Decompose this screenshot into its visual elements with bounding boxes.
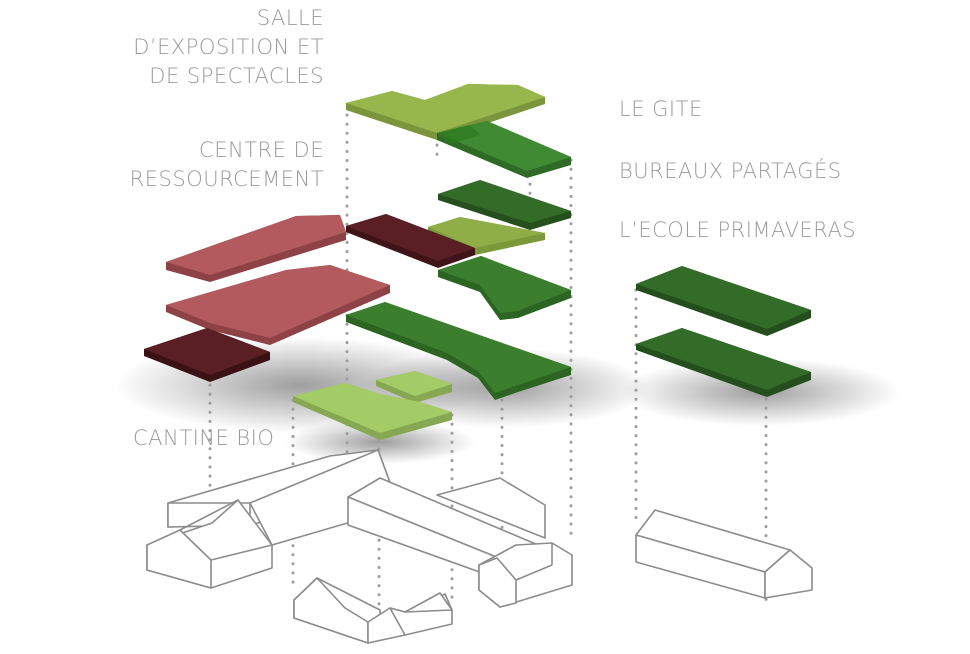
- building-centre: [347, 477, 573, 608]
- label-le-gite: LE GITE: [619, 97, 703, 121]
- label-centre-ressourcement: CENTRE DE RESSOURCEMENT: [130, 136, 324, 194]
- volume-maroon-centre: [346, 214, 475, 268]
- volume-centre-upper: [166, 215, 346, 282]
- label-line: DE SPECTACLES: [149, 64, 324, 88]
- label-salle-exposition: SALLE D’EXPOSITION ET DE SPECTACLES: [133, 4, 324, 91]
- label-line: D’EXPOSITION ET: [133, 35, 324, 59]
- volume-salle-exposition: [346, 84, 545, 140]
- label-ecole-primaveras: L’ECOLE PRIMAVERAS: [619, 218, 857, 242]
- volume-gite-east-upper: [636, 266, 811, 336]
- volume-maroon-west: [144, 328, 270, 382]
- label-line: SALLE: [256, 6, 324, 30]
- label-bureaux-partages: BUREAUX PARTAGÉS: [619, 159, 842, 183]
- building-gite: [635, 509, 813, 599]
- programme-volumes: [144, 84, 811, 440]
- volume-ecole-upper: [438, 256, 571, 320]
- volume-centre-lower: [166, 265, 390, 345]
- label-cantine-bio: CANTINE BIO: [133, 426, 275, 450]
- existing-buildings: [146, 449, 813, 644]
- shadow-cantine: [285, 420, 475, 464]
- volume-ecole-lower: [346, 302, 571, 400]
- volume-gite-top: [437, 121, 571, 178]
- floor-shadows: [115, 337, 900, 464]
- volume-cantine: [293, 371, 452, 440]
- building-south: [293, 577, 453, 644]
- volume-gite-east-lower: [636, 328, 811, 397]
- volume-bureaux: [438, 180, 571, 230]
- label-line: RESSOURCEMENT: [129, 167, 324, 191]
- label-line: CENTRE DE: [199, 138, 324, 162]
